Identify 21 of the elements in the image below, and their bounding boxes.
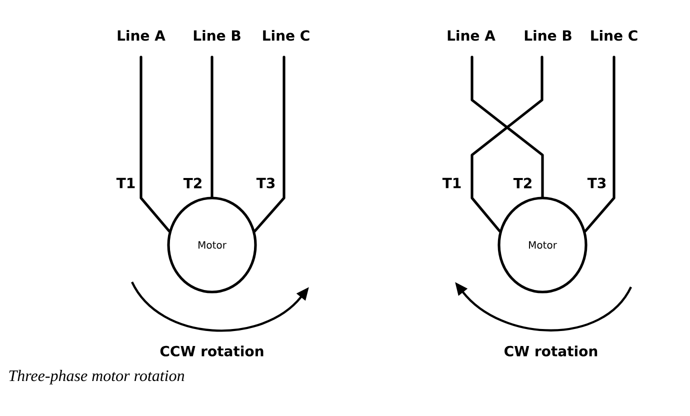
rotation-label: CW rotation <box>504 346 598 356</box>
wire <box>254 56 286 232</box>
line-label: Line C <box>591 30 638 41</box>
wire <box>470 56 544 232</box>
terminal-label: T3 <box>587 178 606 188</box>
rotation-label: CCW rotation <box>160 346 264 356</box>
line-label: Line C <box>263 30 310 41</box>
line-label: Line B <box>524 30 572 41</box>
wire <box>210 56 214 198</box>
wire <box>584 56 616 232</box>
terminal-label: T3 <box>256 178 275 188</box>
caption: Three-phase motor rotation <box>9 370 184 384</box>
terminal-label: T2 <box>183 178 202 188</box>
line-label: Line B <box>194 30 240 41</box>
line-label: Line A <box>118 30 166 41</box>
terminal-label: T1 <box>442 178 461 188</box>
wire <box>470 56 544 198</box>
terminal-label: T2 <box>513 178 532 188</box>
wire <box>140 56 170 232</box>
terminal-label: T1 <box>116 178 135 188</box>
line-label: Line A <box>448 30 496 41</box>
